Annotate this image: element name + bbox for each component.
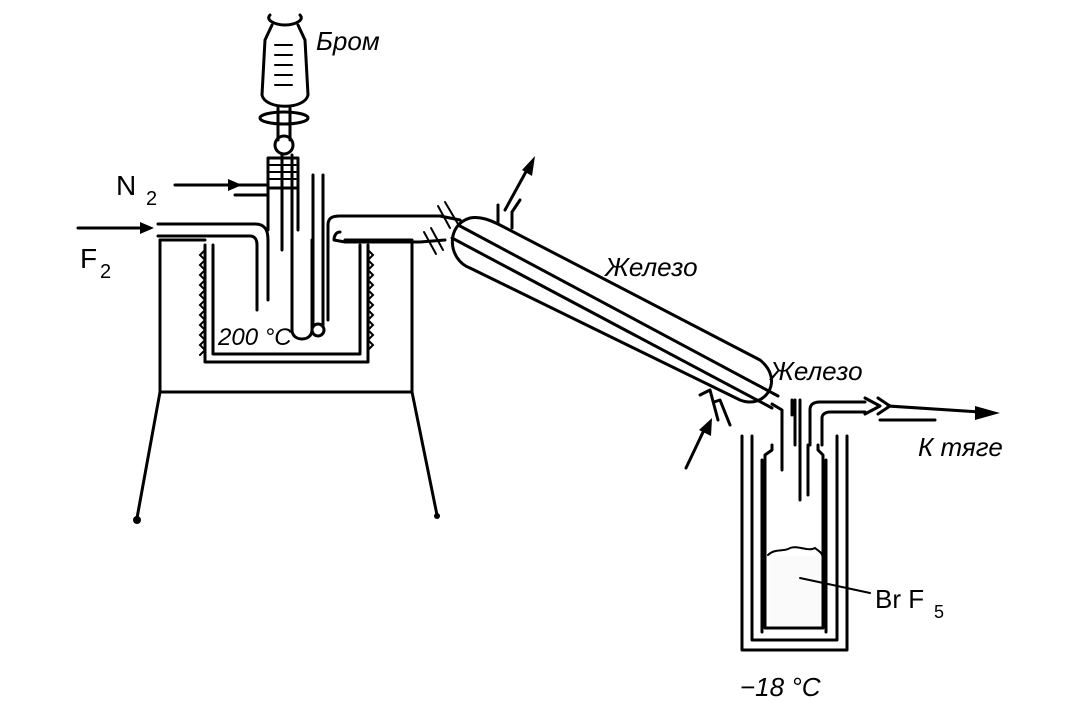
bromine-label: Бром [316,26,380,56]
nitrogen-inlet [173,179,270,197]
reactor-vessel [158,238,414,394]
reactor-outlet-tube [326,201,462,322]
product-leader-line [799,577,871,594]
to-draft-label: К тяге [918,432,1003,462]
nitrogen-subscript: 2 [146,188,157,210]
iron-label-condenser: Железо [603,252,698,282]
iron-label-joint: Железо [768,356,863,386]
draft-outlet [808,396,1000,447]
fluorine-inlet [76,222,270,312]
nitrogen-label: N [116,170,136,201]
thermometer-well [310,173,326,338]
trap-temperature-label: −18 °C [740,672,821,702]
bromine-pentafluoride-subscript: 5 [934,602,944,622]
reactor-stand [133,390,440,524]
cold-trap [740,434,849,652]
iron-condenser [450,156,780,470]
fluorine-subscript: 2 [100,261,111,283]
fluorine-label: F [80,243,97,274]
stopper-adapter [266,156,314,341]
trap-inlet-joint [770,398,802,502]
reactor-temperature-label: 200 °C [217,324,292,351]
bromine-dropping-funnel [258,13,310,242]
bromine-pentafluoride-label: Br F [875,584,924,614]
